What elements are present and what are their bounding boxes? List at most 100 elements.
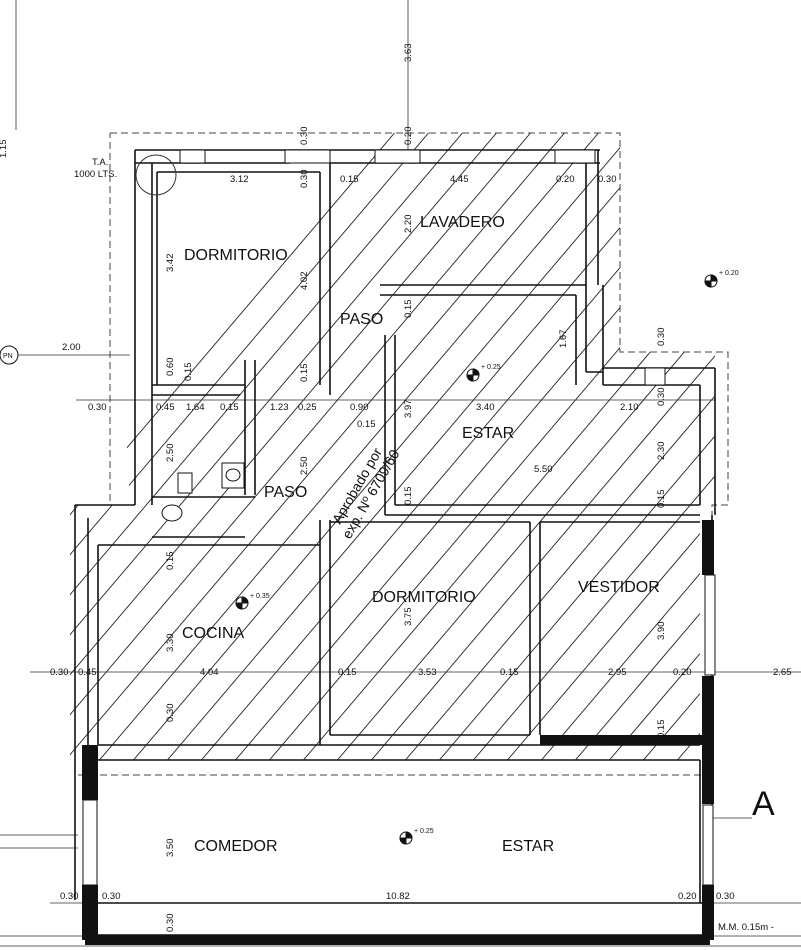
pn-marker — [0, 345, 19, 365]
dim-label: 0.30 — [102, 891, 121, 902]
dim-label: 3.90 — [656, 622, 667, 641]
dim-label: 0.30 — [299, 127, 310, 146]
dim-label: 10.82 — [386, 891, 410, 902]
level-label: + 0.25 — [481, 364, 501, 371]
dim-label: 2.20 — [403, 215, 414, 234]
room-comedor: COMEDOR — [194, 838, 278, 855]
room-dormitorio-mid: DORMITORIO — [372, 589, 476, 606]
room-labels: DORMITORIO LAVADERO PASO ESTAR PASO COCI… — [182, 214, 660, 855]
dim-label: 0.30 — [656, 328, 667, 347]
hatch-line — [70, 133, 576, 760]
dim-label: 4.45 — [450, 174, 469, 185]
hatch-line — [788, 0, 801, 950]
tank-label-line1: T.A. — [92, 157, 108, 168]
dim-label: 0.15 — [656, 490, 667, 509]
dim-label: 4.04 — [200, 667, 219, 678]
dim-label: 3.97 — [403, 400, 414, 419]
section-mark: A — [752, 785, 775, 823]
dim-label: 2.10 — [620, 402, 639, 413]
room-cocina: COCINA — [182, 625, 245, 642]
dim-label: 4.02 — [299, 272, 310, 291]
dim-label: 2.95 — [608, 667, 627, 678]
dim-label: 5.50 — [534, 464, 553, 475]
room-dormitorio-top: DORMITORIO — [184, 247, 288, 264]
hatch-line — [107, 133, 715, 760]
dim-label: 0.30 — [60, 891, 79, 902]
level-markers — [235, 274, 718, 845]
hatch-line — [70, 133, 610, 760]
pn-label: PN — [3, 353, 13, 360]
hatch-line — [175, 133, 715, 760]
hatch-line — [209, 133, 715, 760]
dim-label: 0.90 — [350, 402, 369, 413]
dim-label: 0.15 — [338, 667, 357, 678]
dim-label: 0.15 — [656, 720, 667, 739]
level-label: + 0.35 — [250, 593, 270, 600]
dim-label: 0.60 — [165, 358, 176, 377]
dim-label: 1.67 — [558, 330, 569, 349]
tank-symbol — [135, 154, 177, 196]
room-estar-top: ESTAR — [462, 425, 514, 442]
hatch-line — [243, 133, 715, 760]
dim-label: 2.50 — [299, 457, 310, 476]
dim-label: 0.30 — [50, 667, 69, 678]
level-label: + 0.25 — [414, 828, 434, 835]
windows — [82, 149, 716, 886]
hatch-line — [70, 133, 542, 760]
dim-label: 0.15 — [357, 419, 376, 430]
dim-label: 0.30 — [165, 914, 176, 933]
dim-label: 2.50 — [165, 444, 176, 463]
dim-label: 1.23 — [270, 402, 289, 413]
hatch-line — [73, 133, 715, 760]
hatch-line — [447, 133, 715, 760]
dim-label: 0.30 — [165, 704, 176, 723]
dim-label: 0.15 — [403, 300, 414, 319]
dim-label: 3.30 — [165, 634, 176, 653]
dim-label: 0.25 — [298, 402, 317, 413]
dim-label: 0.15 — [403, 487, 414, 506]
dim-label: 0.15 — [340, 174, 359, 185]
bathroom-fixtures — [161, 462, 245, 522]
hatch-line — [70, 133, 678, 760]
room-paso-lower: PASO — [264, 484, 307, 501]
dim-label: 1.15 — [0, 140, 9, 159]
dim-label: 0.20 — [403, 127, 414, 146]
dim-label: 3.40 — [476, 402, 495, 413]
hatch-line — [651, 133, 715, 760]
dim-label: 0.15 — [220, 402, 239, 413]
hatch-line — [277, 133, 715, 760]
dim-label: 1.64 — [186, 402, 205, 413]
dim-label: 2.30 — [656, 442, 667, 461]
dim-label: 2.00 — [62, 342, 81, 353]
mm-note: M.M. 0.15m - — [718, 922, 774, 933]
hatch-line — [141, 133, 715, 760]
dim-label: 0.30 — [716, 891, 735, 902]
dim-label: 0.20 — [678, 891, 697, 902]
tank-label-line2: 1000 LTS. — [74, 169, 117, 180]
dim-label: 3.63 — [403, 44, 414, 63]
dim-label: 3.42 — [165, 254, 176, 273]
dim-label: 0.30 — [656, 388, 667, 407]
horizontal-dimensions: 3.12 0.15 4.45 0.20 0.30 2.00 0.30 0.45 … — [50, 174, 792, 902]
dim-label: 0.15 — [165, 552, 176, 571]
dim-label: 3.12 — [230, 174, 249, 185]
room-lavadero: LAVADERO — [420, 214, 505, 231]
hatch-line — [70, 133, 715, 760]
hatch-line — [70, 133, 508, 760]
dim-label: 0.15 — [183, 363, 194, 382]
dim-label: 0.45 — [156, 402, 175, 413]
dim-label: 3.53 — [418, 667, 437, 678]
dim-label: 3.50 — [165, 839, 176, 858]
dim-label: 0.15 — [500, 667, 519, 678]
level-label: + 0.20 — [719, 270, 739, 277]
hatch-line — [345, 133, 715, 760]
hatch-line — [413, 133, 715, 760]
room-estar-bottom: ESTAR — [502, 838, 554, 855]
dim-label: 0.30 — [299, 170, 310, 189]
dim-label: 0.30 — [598, 174, 617, 185]
dim-label: 0.15 — [299, 364, 310, 383]
dim-label: 0.20 — [673, 667, 692, 678]
